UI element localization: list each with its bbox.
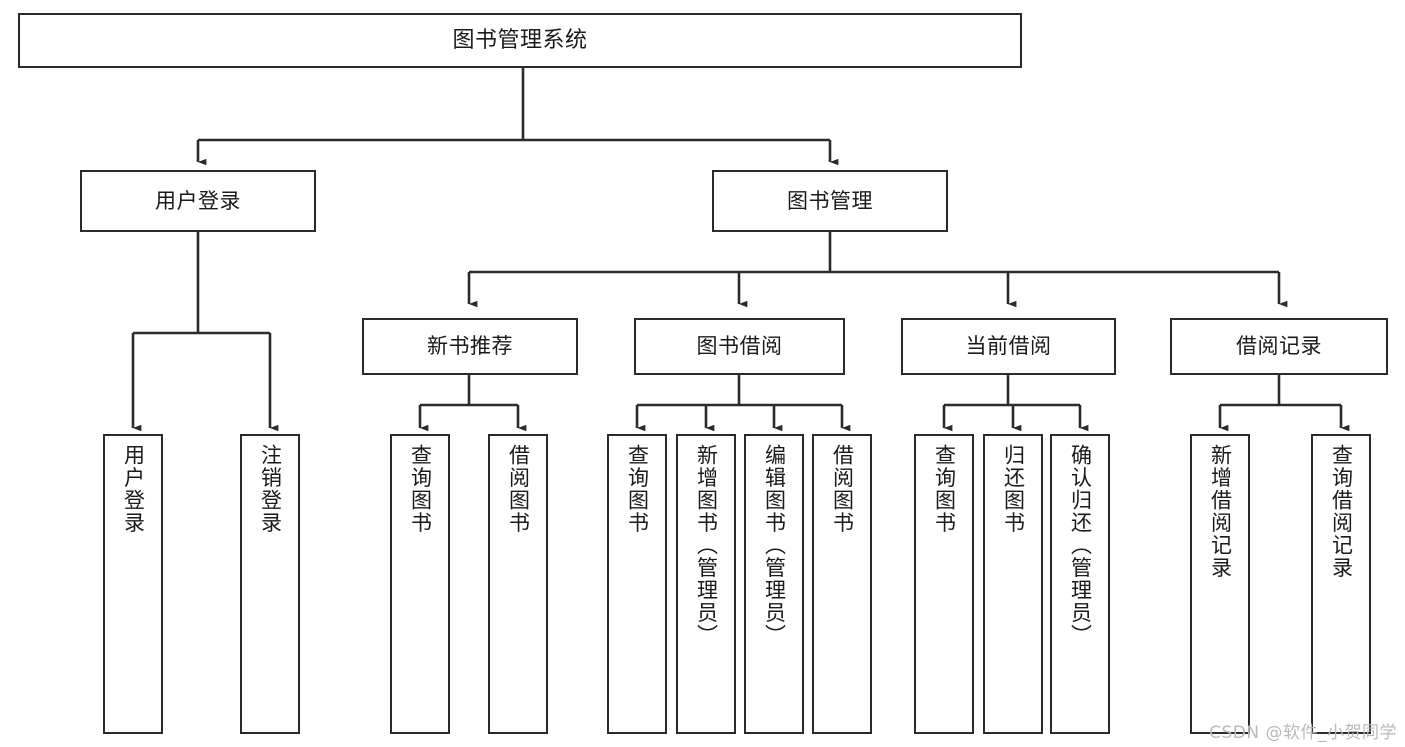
node-label: 当前借阅	[965, 334, 1052, 359]
node-label: 新书推荐	[427, 334, 513, 359]
node-label: 借阅图书	[506, 444, 531, 534]
csdn-watermark: CSDN @软件_小贺同学	[1209, 723, 1397, 743]
node-label: 用户登录	[155, 188, 241, 213]
node-borrow-records[interactable]: 借阅记录	[1170, 318, 1388, 375]
leaf-logout[interactable]: 注销登录	[240, 434, 300, 734]
node-label: 确认归还（管理员）	[1068, 444, 1093, 647]
node-label: 图书管理系统	[452, 27, 588, 53]
node-label: 查询借阅记录	[1329, 444, 1354, 579]
leaf-add-book-admin[interactable]: 新增图书（管理员）	[676, 434, 736, 734]
node-user-login[interactable]: 用户登录	[80, 170, 316, 232]
leaf-query-borrow-record[interactable]: 查询借阅记录	[1311, 434, 1371, 734]
leaf-query-books-current[interactable]: 查询图书	[914, 434, 974, 734]
node-label: 查询图书	[932, 444, 957, 534]
leaf-edit-book-admin[interactable]: 编辑图书（管理员）	[744, 434, 804, 734]
node-label: 图书借阅	[696, 334, 783, 359]
leaf-query-books-recommend[interactable]: 查询图书	[390, 434, 450, 734]
leaf-query-books-borrow[interactable]: 查询图书	[607, 434, 667, 734]
node-label: 注销登录	[258, 444, 283, 534]
leaf-borrow-books-recommend[interactable]: 借阅图书	[488, 434, 548, 734]
node-label: 用户登录	[121, 444, 146, 534]
node-new-book-recommend[interactable]: 新书推荐	[362, 318, 578, 375]
leaf-return-books[interactable]: 归还图书	[983, 434, 1043, 734]
node-label: 编辑图书（管理员）	[762, 444, 787, 647]
node-label: 新增借阅记录	[1208, 444, 1233, 579]
node-label: 新增图书（管理员）	[694, 444, 719, 647]
node-book-management[interactable]: 图书管理	[712, 170, 948, 232]
leaf-user-login[interactable]: 用户登录	[103, 434, 163, 734]
node-label: 查询图书	[408, 444, 433, 534]
leaf-add-borrow-record[interactable]: 新增借阅记录	[1190, 434, 1250, 734]
node-label: 查询图书	[625, 444, 650, 534]
node-label: 借阅图书	[830, 444, 855, 534]
leaf-borrow-books[interactable]: 借阅图书	[812, 434, 872, 734]
leaf-confirm-return-admin[interactable]: 确认归还（管理员）	[1050, 434, 1110, 734]
node-label: 归还图书	[1001, 444, 1026, 534]
node-book-borrow[interactable]: 图书借阅	[634, 318, 845, 375]
node-root-system[interactable]: 图书管理系统	[18, 13, 1022, 68]
node-label: 图书管理	[787, 188, 873, 213]
node-current-borrow[interactable]: 当前借阅	[901, 318, 1116, 375]
node-label: 借阅记录	[1236, 334, 1322, 359]
